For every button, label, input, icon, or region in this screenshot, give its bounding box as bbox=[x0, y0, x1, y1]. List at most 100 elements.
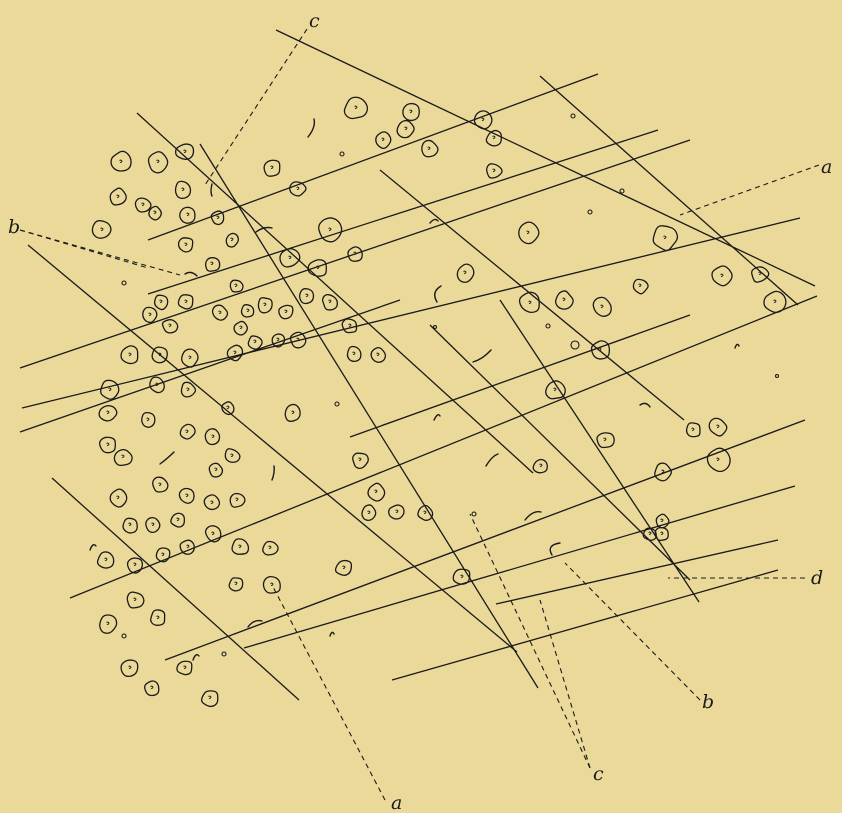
cell bbox=[113, 448, 133, 467]
cell bbox=[174, 180, 192, 200]
cell bbox=[632, 278, 649, 295]
cell-nucleus bbox=[263, 302, 267, 306]
cell-nucleus bbox=[106, 621, 110, 625]
cell bbox=[208, 462, 224, 478]
cell bbox=[145, 517, 161, 534]
cell-nucleus bbox=[210, 500, 214, 504]
cell bbox=[590, 340, 611, 360]
grid-rule bbox=[69, 295, 818, 599]
cell bbox=[179, 423, 196, 440]
spore bbox=[587, 209, 593, 215]
leader-line bbox=[19, 229, 149, 269]
cell-nucleus bbox=[185, 493, 189, 497]
cell bbox=[122, 517, 138, 534]
cell-nucleus bbox=[648, 531, 652, 535]
cell bbox=[126, 557, 143, 574]
grid-rule bbox=[391, 569, 779, 681]
cell bbox=[229, 279, 244, 293]
cell bbox=[109, 187, 127, 206]
cell-nucleus bbox=[234, 283, 238, 287]
leader-line bbox=[204, 28, 308, 186]
cell bbox=[321, 293, 338, 311]
cell-nucleus bbox=[211, 531, 215, 535]
cell-group bbox=[91, 96, 787, 708]
rod-bacillus bbox=[549, 542, 561, 556]
cell-nucleus bbox=[156, 159, 160, 163]
cell bbox=[179, 539, 196, 555]
cell bbox=[655, 513, 670, 529]
cell-nucleus bbox=[404, 126, 408, 130]
cell bbox=[178, 487, 195, 504]
grid-rule bbox=[199, 143, 539, 689]
leader-line bbox=[539, 599, 591, 769]
cell-nucleus bbox=[376, 352, 380, 356]
cell bbox=[257, 297, 273, 314]
cell-nucleus bbox=[381, 137, 385, 141]
cell bbox=[452, 568, 471, 585]
cell bbox=[110, 150, 132, 172]
cell-nucleus bbox=[128, 522, 132, 526]
cell-nucleus bbox=[176, 517, 180, 521]
spore bbox=[545, 323, 551, 329]
grid-rule bbox=[19, 299, 401, 433]
cell bbox=[396, 119, 415, 139]
cell-nucleus bbox=[116, 194, 120, 198]
cell bbox=[174, 143, 195, 160]
cell-nucleus bbox=[216, 215, 220, 219]
cell-nucleus bbox=[773, 299, 777, 303]
cell bbox=[654, 462, 672, 482]
cell-nucleus bbox=[603, 437, 607, 441]
spore bbox=[334, 401, 340, 407]
grid-rule bbox=[539, 75, 799, 306]
spore bbox=[619, 188, 625, 194]
cell-nucleus bbox=[128, 352, 132, 356]
cell bbox=[204, 525, 222, 543]
cell bbox=[231, 538, 250, 555]
rod-bacillus bbox=[433, 413, 441, 421]
cell-nucleus bbox=[395, 509, 399, 513]
cell bbox=[263, 159, 281, 177]
cell bbox=[341, 318, 358, 334]
cell-nucleus bbox=[155, 382, 159, 386]
cell bbox=[147, 151, 169, 174]
cell-nucleus bbox=[210, 261, 214, 265]
cell-nucleus bbox=[600, 304, 604, 308]
cell-nucleus bbox=[296, 186, 300, 190]
rod-bacillus bbox=[429, 218, 439, 224]
spore bbox=[570, 340, 580, 350]
cell bbox=[271, 333, 286, 348]
rod-bacillus bbox=[472, 349, 492, 363]
cell-nucleus bbox=[181, 187, 185, 191]
cell bbox=[99, 614, 118, 634]
cell bbox=[343, 96, 369, 120]
grid-rule bbox=[429, 324, 691, 581]
cell bbox=[518, 221, 540, 245]
label-a-right: a bbox=[821, 156, 832, 178]
cell bbox=[346, 345, 362, 362]
cell bbox=[545, 380, 566, 400]
cell bbox=[289, 331, 307, 349]
cell-nucleus bbox=[284, 309, 288, 313]
spore bbox=[471, 511, 477, 517]
cell-nucleus bbox=[661, 469, 665, 473]
cell bbox=[176, 660, 193, 676]
label-b-left: b bbox=[8, 216, 20, 238]
cell-nucleus bbox=[492, 168, 496, 172]
label-d-right: d bbox=[811, 567, 823, 589]
cell bbox=[120, 659, 139, 678]
cell-nucleus bbox=[104, 557, 108, 561]
rod-bacillus bbox=[255, 226, 273, 233]
grid-rule bbox=[147, 129, 659, 295]
cell-nucleus bbox=[638, 283, 642, 287]
cell bbox=[307, 259, 327, 277]
cell-nucleus bbox=[758, 271, 762, 275]
cell bbox=[177, 237, 194, 253]
cell bbox=[388, 504, 405, 520]
cell bbox=[233, 320, 248, 336]
grid-rule bbox=[379, 169, 685, 421]
rod-bacillus bbox=[307, 118, 316, 138]
cell bbox=[142, 306, 158, 324]
leader-line bbox=[564, 562, 701, 701]
cell-nucleus bbox=[427, 146, 431, 150]
